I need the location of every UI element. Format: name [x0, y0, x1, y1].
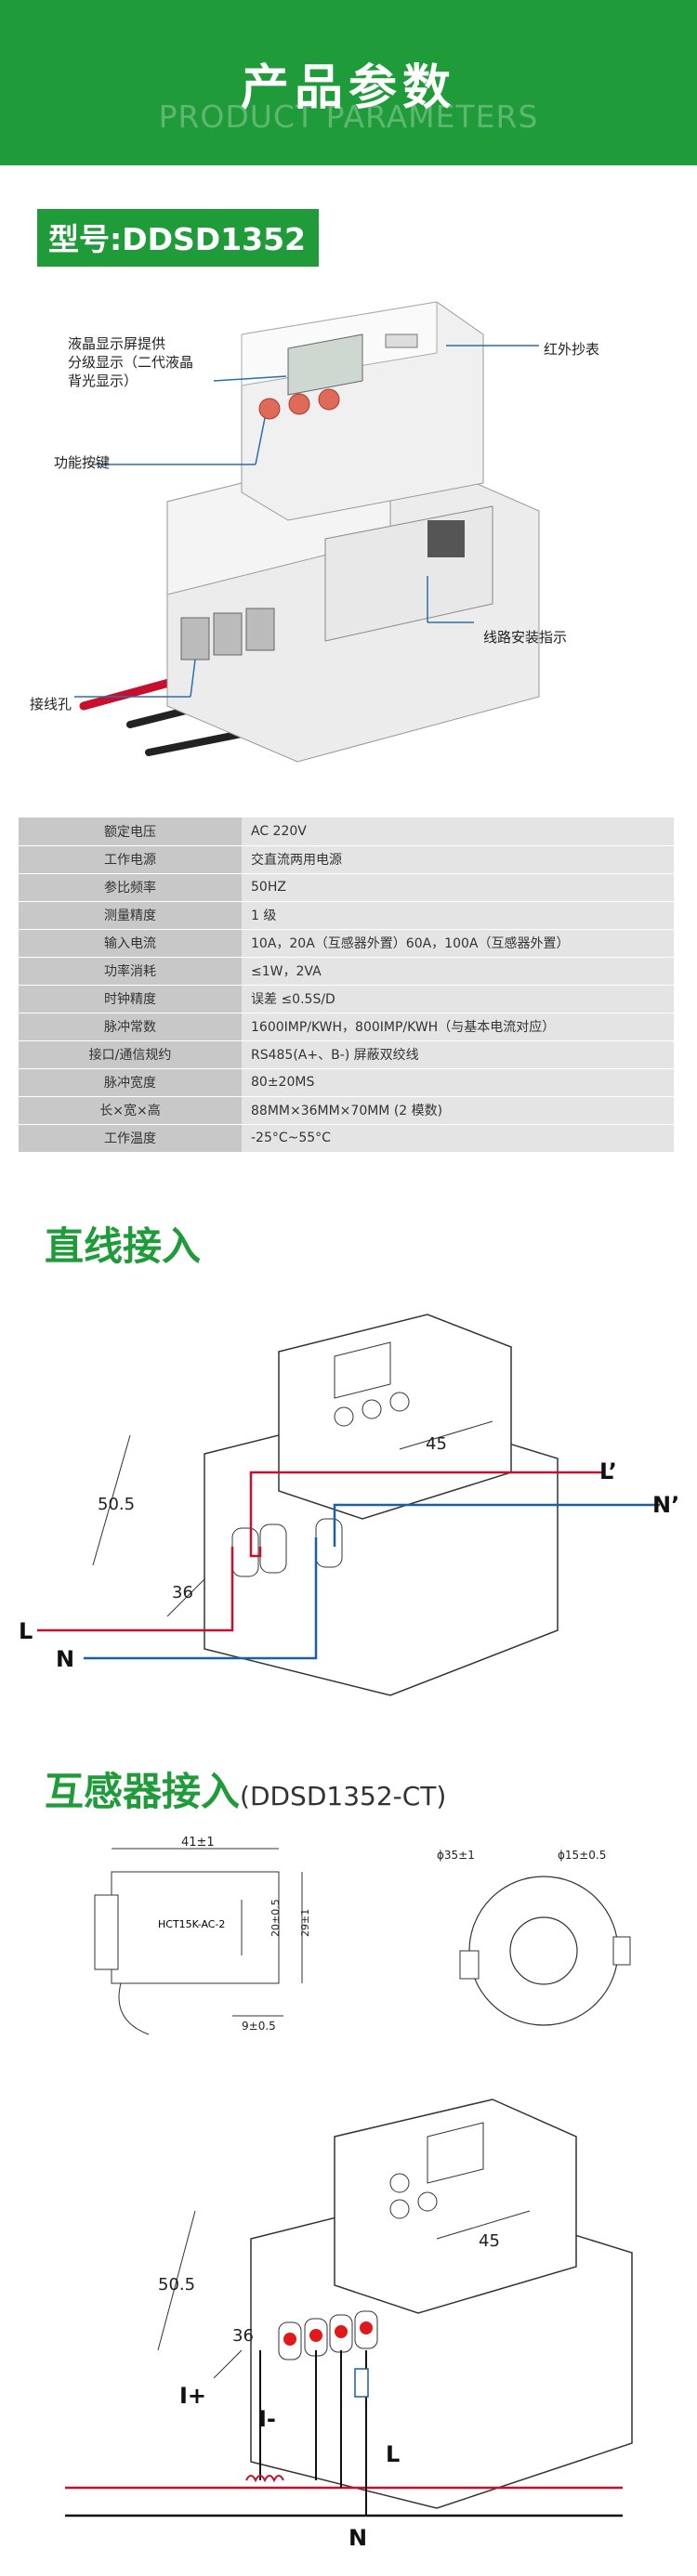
label-L-out: L’	[599, 1458, 617, 1484]
ct-side-view: 41±1 HCT15K-AC-2 20±0.5 29±1 9±0.5	[94, 1836, 311, 2035]
section-ct-title-main: 互感器接入	[45, 1769, 241, 1814]
ct-model: HCT15K-AC-2	[158, 1918, 225, 1930]
callout-lcd-line1: 液晶显示屏提供	[68, 335, 166, 352]
spec-key: 测量精度	[19, 901, 242, 930]
callout-lcd-line3: 背光显示）	[68, 373, 138, 389]
ct-h1: 20±0.5	[270, 1899, 282, 1937]
label-N-out: N’	[652, 1492, 680, 1518]
callout-ir: 红外抄表	[544, 341, 600, 358]
spec-key: 长×宽×高	[19, 1096, 242, 1125]
spec-value: 交直流两用电源	[242, 845, 674, 874]
banner-title: 产品参数	[240, 60, 456, 116]
spec-value: -25°C~55°C	[242, 1124, 674, 1153]
label-I-plus: I+	[179, 2383, 207, 2409]
spec-value: 80±20MS	[242, 1068, 674, 1097]
label-N-in: N	[56, 1646, 75, 1672]
label-I-minus: I-	[258, 2406, 276, 2432]
ct-h2: 29±1	[299, 1909, 311, 1937]
section-direct-title: 直线接入	[45, 1223, 202, 1269]
spec-key: 接口/通信规约	[19, 1040, 242, 1069]
spec-value: 50HZ	[242, 873, 674, 902]
spec-value: RS485(A+、B-) 屏蔽双绞线	[242, 1040, 674, 1069]
spec-value: 1 级	[242, 901, 674, 930]
spec-key: 脉冲宽度	[19, 1068, 242, 1097]
spec-key: 脉冲常数	[19, 1013, 242, 1041]
spec-row: 工作电源交直流两用电源	[19, 845, 674, 874]
direct-wiring-diagram: 50.5 36 45	[37, 1314, 660, 1696]
spec-row: 工作温度-25°C~55°C	[19, 1124, 674, 1153]
callout-keys: 功能按键	[54, 454, 111, 471]
callout-lcd: 液晶显示屏提供 分级显示（二代液晶 背光显示）	[68, 334, 193, 390]
spec-value: 10A，20A（互感器外置）60A，100A（互感器外置）	[242, 929, 674, 958]
product-illustration	[74, 301, 540, 763]
dim-height: 50.5	[98, 1495, 135, 1514]
dim-width: 45	[426, 1434, 447, 1454]
spec-row: 时钟精度误差 ≤0.5S/D	[19, 985, 674, 1013]
dim-depth: 36	[172, 1583, 193, 1602]
ct-dim-height: 50.5	[158, 2275, 195, 2295]
ct-width: 41±1	[181, 1836, 215, 1850]
ct-dim-width: 45	[479, 2231, 500, 2251]
callout-lcd-line2: 分级显示（二代液晶	[68, 354, 194, 371]
spec-value: 88MM×36MM×70MM (2 模数)	[242, 1096, 674, 1125]
section-ct-title-suffix: (DDSD1352-CT)	[240, 1781, 447, 1811]
section-ct-title: 互感器接入(DDSD1352-CT)	[45, 1760, 446, 1817]
label-N: N	[348, 2525, 368, 2551]
ct-outer-dia: ϕ35±1	[437, 1849, 475, 1862]
ct-inner-dia: ϕ15±0.5	[558, 1849, 606, 1862]
spec-key: 工作温度	[19, 1124, 242, 1153]
label-L-in: L	[19, 1618, 33, 1644]
ct-front-view: ϕ35±1 ϕ15±0.5	[437, 1849, 631, 2026]
spec-value: AC 220V	[242, 817, 674, 846]
ct-wiring-diagram: 50.5 36 45	[65, 2099, 633, 2517]
spec-key: 功率消耗	[19, 957, 242, 986]
spec-key: 时钟精度	[19, 985, 242, 1013]
spec-value: 1600IMP/KWH，800IMP/KWH（与基本电流对应）	[242, 1013, 674, 1041]
spec-key: 参比频率	[19, 873, 242, 902]
callout-terminal: 接线孔	[30, 696, 72, 713]
header-banner: 产品参数 PRODUCT PARAMETERS	[0, 0, 697, 165]
spec-row: 功率消耗≤1W，2VA	[19, 957, 674, 986]
spec-value: 误差 ≤0.5S/D	[242, 985, 674, 1013]
spec-value: ≤1W，2VA	[242, 957, 674, 986]
banner-subtitle: PRODUCT PARAMETERS	[158, 98, 539, 135]
spec-key: 额定电压	[19, 817, 242, 846]
label-L: L	[386, 2441, 401, 2467]
ct-dim-depth: 36	[232, 2326, 254, 2346]
spec-key: 输入电流	[19, 929, 242, 958]
spec-key: 工作电源	[19, 845, 242, 874]
model-label: 型号:DDSD1352	[37, 209, 319, 267]
ct-depth: 9±0.5	[242, 2020, 276, 2033]
callout-wiring: 线路安装指示	[483, 629, 568, 646]
